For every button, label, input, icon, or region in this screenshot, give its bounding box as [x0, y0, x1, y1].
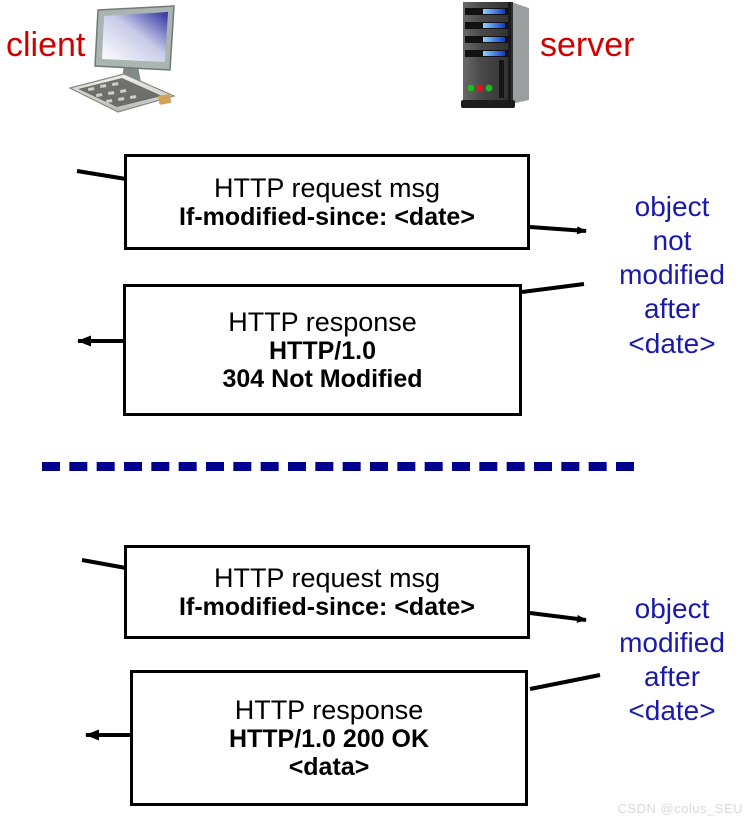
http-response-box-200: HTTP response HTTP/1.0 200 OK <data> [130, 670, 528, 806]
response-title: HTTP response [228, 306, 417, 337]
desktop-computer-icon [62, 4, 182, 116]
request-header: If-modified-since: <date> [179, 203, 475, 232]
http-request-box-not-modified: HTTP request msg If-modified-since: <dat… [124, 154, 530, 250]
watermark: CSDN @colus_SEU [617, 801, 743, 816]
server-tower-icon [455, 0, 535, 110]
note-line-1: object [634, 593, 710, 624]
response-data: <data> [288, 753, 370, 782]
note-line-3: after [643, 661, 701, 693]
note-line-2: modified [619, 627, 725, 659]
request-header: If-modified-since: <date> [179, 593, 475, 622]
note-line-5: <date> [628, 327, 716, 359]
response-title: HTTP response [234, 694, 424, 725]
http-request-box-modified: HTTP request msg If-modified-since: <dat… [124, 545, 530, 639]
http-response-box-304: HTTP response HTTP/1.0 304 Not Modified [123, 284, 522, 416]
response-status: 304 Not Modified [222, 365, 423, 394]
note-line-1: object [634, 191, 710, 222]
scenario-divider [42, 462, 634, 471]
response-version: HTTP/1.0 [269, 337, 376, 366]
note-line-3: modified [619, 259, 725, 291]
server-label: server [540, 26, 635, 64]
response-status: HTTP/1.0 200 OK [228, 725, 430, 754]
request-title: HTTP request msg [213, 562, 441, 593]
note-line-2: not [652, 225, 692, 257]
client-label: client [6, 26, 86, 64]
note-line-4: <date> [628, 695, 716, 727]
note-line-4: after [643, 293, 701, 325]
note-object-modified: object modified after <date> [596, 592, 748, 729]
request-title: HTTP request msg [213, 172, 441, 203]
note-object-not-modified: object not modified after <date> [596, 190, 748, 361]
